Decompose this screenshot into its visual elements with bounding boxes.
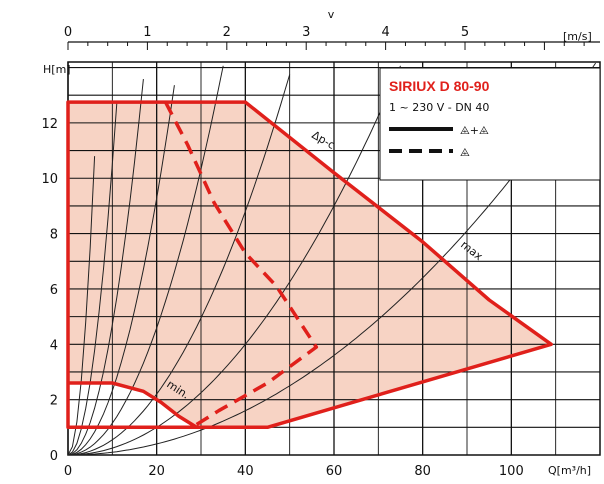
y-tick-label: 4 — [50, 338, 58, 353]
annotation-dp-c: Δp-c — [310, 128, 338, 152]
system-curve — [67, 65, 401, 456]
legend-dashed-pumps: ⨹ — [460, 146, 470, 159]
system-curve — [67, 74, 291, 456]
top-tick-label: 4 — [381, 25, 389, 40]
x-tick-label: 40 — [237, 464, 254, 479]
legend-box — [379, 67, 601, 181]
top-axis-symbol: v — [328, 8, 335, 21]
annotation-max: max — [458, 238, 485, 263]
series-pc-line — [163, 101, 319, 429]
system-curve — [67, 103, 118, 456]
legend-subtitle: 1 ~ 230 V - DN 40 — [389, 101, 489, 114]
system-curve — [68, 62, 597, 456]
top-tick-label: 5 — [461, 25, 469, 40]
x-tick-label: 80 — [414, 464, 431, 479]
y-tick-label: 0 — [50, 449, 58, 464]
series-min-line — [68, 381, 198, 429]
y-tick-label: 10 — [41, 172, 58, 187]
x-axis-label: Q[m³/h] — [548, 464, 591, 477]
x-tick-label: 20 — [148, 464, 165, 479]
top-tick-label: 3 — [302, 25, 310, 40]
system-curve — [67, 79, 144, 456]
top-axis-unit: [m/s] — [563, 30, 592, 43]
legend: SIRIUX D 80-90 1 ~ 230 V - DN 40 ⨹+⨹ ⨹ — [379, 67, 601, 181]
x-tick-label: 0 — [64, 464, 72, 479]
series-max-line — [66, 100, 553, 430]
y-tick-label: 12 — [41, 117, 58, 132]
top-tick-label: 0 — [64, 25, 72, 40]
system-curves — [67, 62, 597, 456]
top-tick-label: 1 — [143, 25, 151, 40]
y-tick-label: 6 — [50, 283, 58, 298]
system-curve — [67, 156, 96, 456]
legend-solid-pumps: ⨹+⨹ — [460, 124, 489, 137]
y-tick-label: 8 — [50, 228, 58, 243]
system-curve — [67, 65, 224, 456]
legend-title: SIRIUX D 80-90 — [389, 78, 490, 94]
performance-curves — [66, 100, 553, 430]
x-tick-label: 60 — [326, 464, 343, 479]
system-curve — [67, 85, 175, 456]
below-min-band — [68, 427, 197, 455]
top-tick-label: 2 — [223, 25, 231, 40]
operating-area-fill — [68, 102, 552, 428]
y-tick-label: 2 — [50, 394, 58, 409]
x-tick-label: 100 — [499, 464, 524, 479]
y-axis-label: H[m] — [43, 63, 71, 76]
